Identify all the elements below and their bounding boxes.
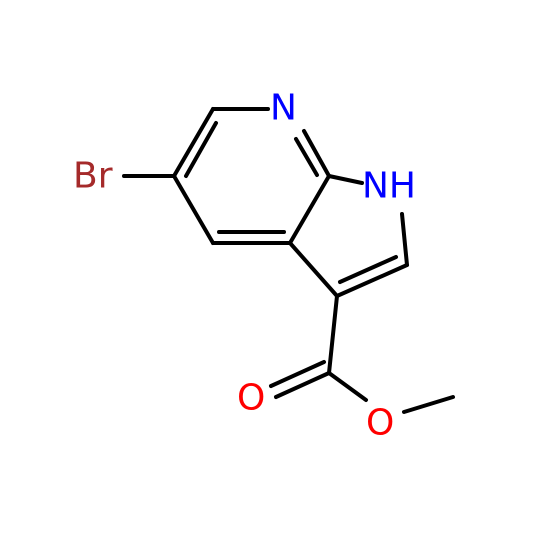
- bonds: [122, 107, 455, 414]
- bond-c3-ccarbonyl: [327, 294, 339, 375]
- pyrrole-nh-label: NH: [362, 166, 416, 207]
- bond-ccarbonyl-oester: [327, 371, 368, 402]
- bond-ccarbonyl-o-second: [269, 360, 326, 388]
- bond-c5-c4: [172, 174, 215, 245]
- carbonyl-oxygen-label: O: [237, 378, 265, 419]
- bond-c7a-n7: [302, 129, 331, 178]
- ester-oxygen-label: O: [366, 403, 394, 444]
- bond-c3a-c7a: [288, 174, 331, 245]
- bond-c2-c3-inner: [338, 255, 398, 284]
- atom-labels: Br N NH O O: [73, 88, 416, 444]
- bond-c6-c5-inner: [184, 121, 218, 178]
- bond-c3-c3a: [288, 241, 339, 298]
- bond-oester-ch3: [402, 395, 455, 414]
- pyridine-nitrogen-label: N: [270, 88, 297, 129]
- bond-c7a-n1: [327, 174, 364, 185]
- bond-c6-c5: [172, 107, 215, 178]
- bond-ccarbonyl-o: [274, 371, 331, 399]
- bond-c7a-n7-inner: [294, 137, 319, 177]
- bond-n1-c2: [400, 212, 409, 267]
- bromine-label: Br: [73, 156, 113, 197]
- bond-c2-c3: [335, 263, 409, 298]
